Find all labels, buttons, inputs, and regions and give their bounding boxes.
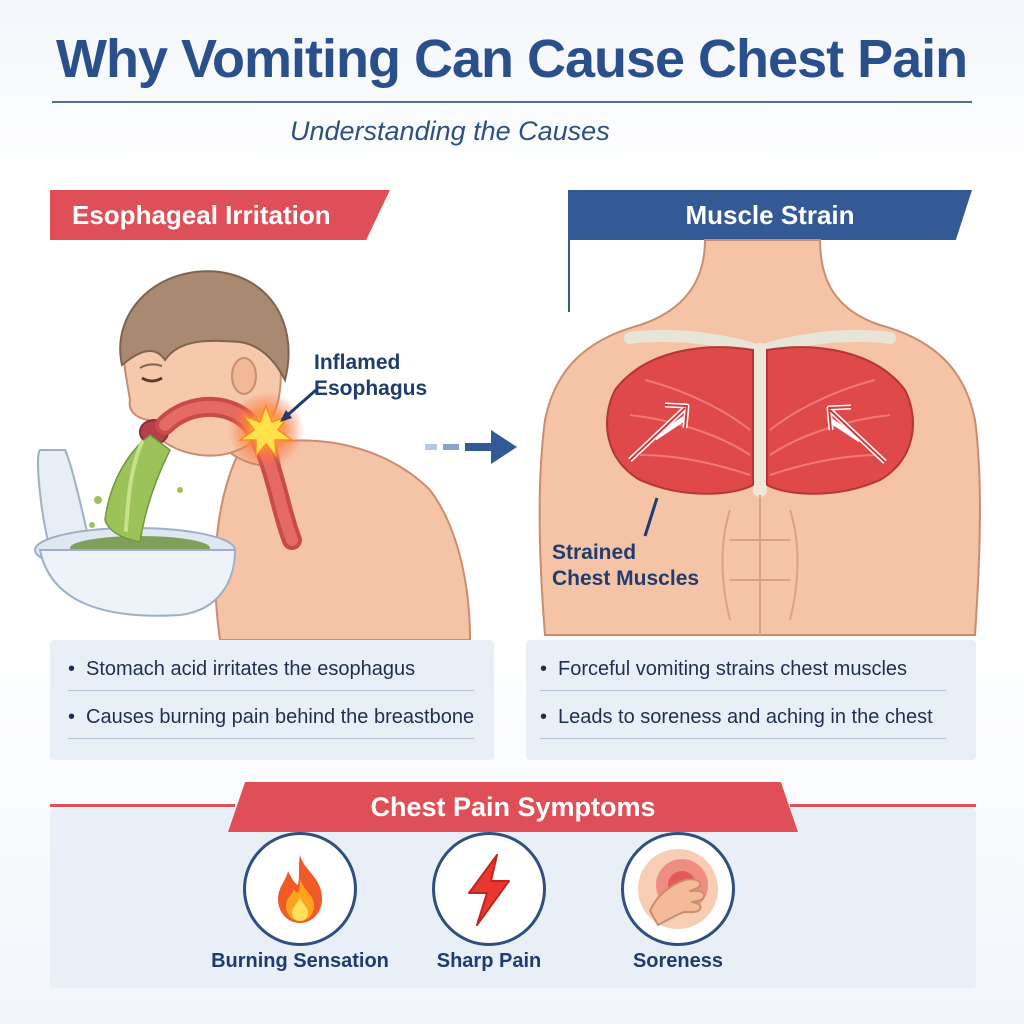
muscle-bullets-panel: Forceful vomiting strains chest muscles … [526, 640, 976, 760]
symptom-sharp-label: Sharp Pain [436, 950, 542, 972]
symptoms-divider-right [790, 804, 976, 807]
esophageal-section-banner: Esophageal Irritation [50, 190, 390, 240]
symptoms-banner: Chest Pain Symptoms [228, 782, 798, 832]
symptom-sharp-badge [432, 832, 546, 946]
muscle-bullet-item: Forceful vomiting strains chest muscles [540, 658, 907, 681]
symptom-burning-badge [243, 832, 357, 946]
inflamed-esophagus-label: Inflamed Esophagus [314, 350, 464, 402]
symptoms-divider-left [50, 804, 235, 807]
inflamed-esophagus-label-line2: Esophagus [314, 377, 428, 400]
strained-chest-muscles-label-line2: Chest Muscles [552, 567, 700, 590]
esophageal-bullets-panel: Stomach acid irritates the esophagus Cau… [50, 640, 494, 760]
bullet-divider [540, 738, 946, 739]
flame-icon [278, 855, 322, 923]
bullet-divider [68, 690, 474, 691]
esophageal-bullet-item: Causes burning pain behind the breastbon… [68, 706, 474, 729]
esophageal-bullet-item: Stomach acid irritates the esophagus [68, 658, 415, 681]
muscle-section-title: Muscle Strain [685, 199, 855, 230]
bullet-divider [68, 738, 474, 739]
hand-on-chest-icon [638, 849, 718, 929]
inflamed-esophagus-label-line1: Inflamed [314, 351, 401, 374]
esophageal-section-title: Esophageal Irritation [72, 199, 331, 230]
lightning-bolt-icon [468, 854, 510, 926]
muscle-banner-accent-line [568, 236, 570, 312]
page-subtitle: Understanding the Causes [290, 116, 610, 146]
symptom-soreness-label: Soreness [632, 950, 724, 972]
muscle-section-banner: Muscle Strain [568, 190, 972, 240]
symptoms-title: Chest Pain Symptoms [370, 791, 656, 822]
muscle-bullet-item: Leads to soreness and aching in the ches… [540, 706, 933, 729]
symptom-soreness-badge [621, 832, 735, 946]
right-arrow-icon [425, 430, 517, 464]
symptom-burning-label: Burning Sensation [211, 950, 389, 972]
title-divider [52, 101, 972, 103]
strained-chest-illustration [538, 239, 981, 636]
bullet-divider [540, 690, 946, 691]
strained-chest-muscles-label: Strained Chest Muscles [552, 540, 752, 592]
vomiting-person-illustration [34, 270, 472, 641]
page-title: Why Vomiting Can Cause Chest Pain [56, 29, 968, 89]
strained-chest-muscles-label-line1: Strained [552, 541, 637, 564]
